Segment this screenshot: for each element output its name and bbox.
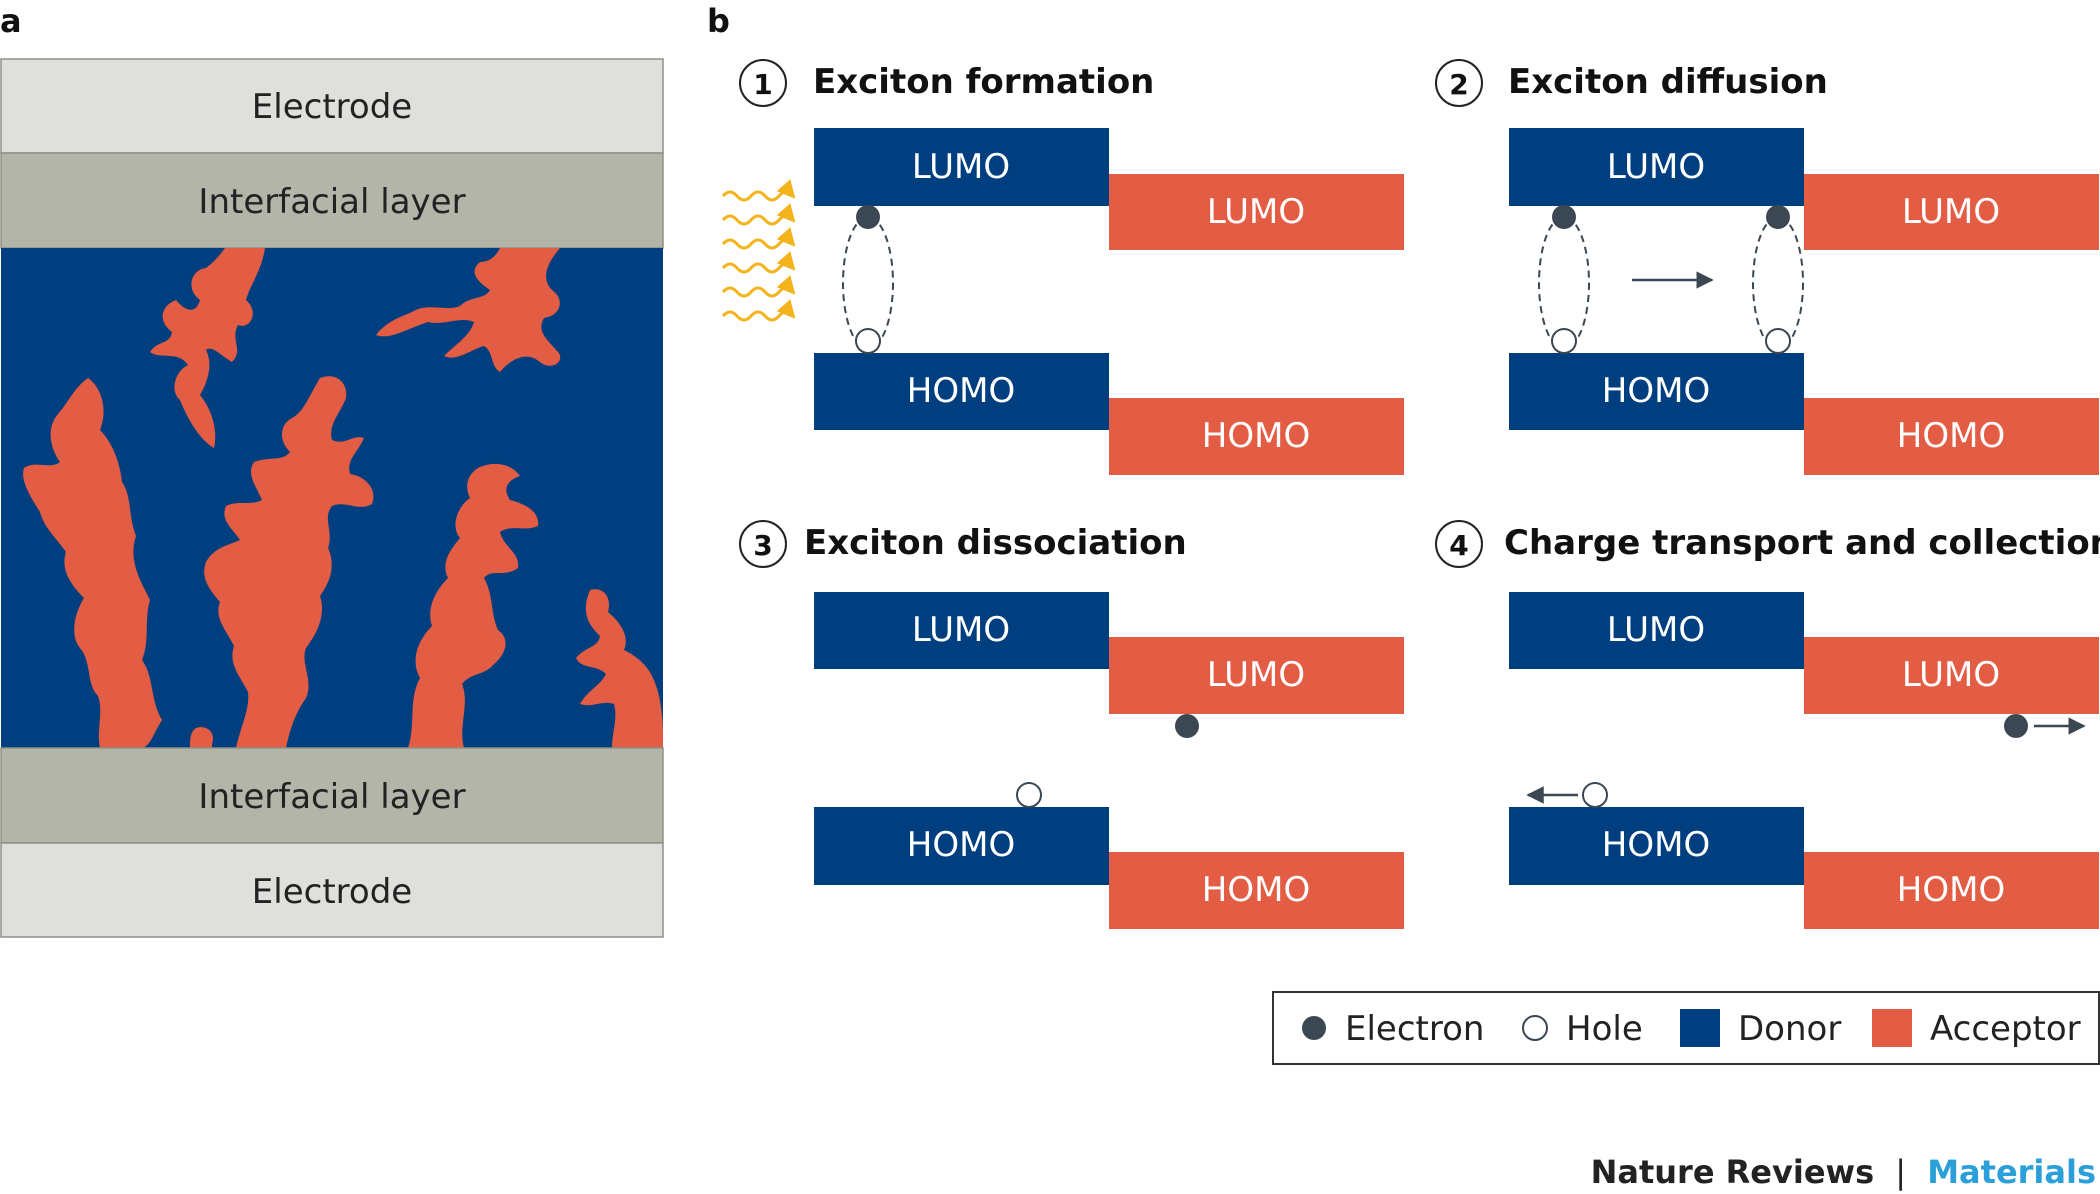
donor-homo-label: HOMO xyxy=(907,825,1015,865)
step-number: 1 xyxy=(753,68,772,101)
acceptor-homo-label: HOMO xyxy=(1897,416,2005,456)
step-number-circle xyxy=(1435,520,1483,568)
acceptor-lumo-block xyxy=(1804,174,2099,250)
photon-wave xyxy=(721,179,796,202)
acceptor-homo-label: HOMO xyxy=(1202,416,1310,456)
donor-homo-block xyxy=(814,353,1109,430)
donor-homo-block xyxy=(814,807,1109,885)
acceptor-domain xyxy=(23,378,162,748)
photon-wave xyxy=(721,227,796,250)
electron-marker xyxy=(856,205,880,229)
donor-homo-block xyxy=(1509,807,1804,885)
electron-marker xyxy=(1766,205,1790,229)
step-charge-transport: 4 Charge transport and collection LUMO L… xyxy=(1435,520,2100,929)
hole-marker xyxy=(1551,328,1577,354)
acceptor-lumo-block xyxy=(1109,174,1404,250)
acceptor-lumo-label: LUMO xyxy=(1207,192,1305,232)
legend-donor-label: Donor xyxy=(1738,1009,1841,1049)
acceptor-domain xyxy=(408,463,539,748)
top-electrode-label: Electrode xyxy=(252,87,412,127)
donor-lumo-label: LUMO xyxy=(912,147,1010,187)
panel-b-label: b xyxy=(707,2,730,40)
journal-credit: Nature Reviews | Materials xyxy=(1591,1153,2096,1191)
acceptor-domain xyxy=(150,248,265,448)
step-number: 2 xyxy=(1449,68,1468,101)
acceptor-domain xyxy=(204,376,374,748)
hole-marker xyxy=(1016,782,1042,808)
acceptor-lumo-block xyxy=(1804,637,2099,714)
legend-hole-swatch xyxy=(1522,1015,1548,1041)
device-stack: Electrode Interfacial layer Interfacial … xyxy=(0,58,664,938)
bottom-interfacial-label: Interfacial layer xyxy=(198,777,465,817)
bottom-interfacial-layer xyxy=(0,747,664,844)
donor-lumo-block xyxy=(1509,592,1804,669)
acceptor-homo-label: HOMO xyxy=(1202,870,1310,910)
step-number: 3 xyxy=(753,529,772,562)
panel-a-label: a xyxy=(0,2,22,40)
journal-section: Materials xyxy=(1927,1153,2096,1191)
legend-hole-label: Hole xyxy=(1566,1009,1643,1049)
legend-donor-swatch xyxy=(1680,1009,1720,1047)
electron-marker xyxy=(1175,714,1199,738)
credit-separator: | xyxy=(1895,1153,1906,1191)
acceptor-homo-label: HOMO xyxy=(1897,870,2005,910)
legend-acceptor-swatch xyxy=(1872,1009,1912,1047)
acceptor-homo-block xyxy=(1109,398,1404,475)
donor-lumo-block xyxy=(1509,128,1804,206)
donor-lumo-block xyxy=(814,592,1109,669)
hole-marker xyxy=(1582,782,1608,808)
donor-lumo-label: LUMO xyxy=(1607,610,1705,650)
acceptor-lumo-label: LUMO xyxy=(1902,192,2000,232)
journal-name: Nature Reviews xyxy=(1591,1153,1875,1191)
acceptor-lumo-label: LUMO xyxy=(1207,655,1305,695)
donor-homo-label: HOMO xyxy=(907,371,1015,411)
acceptor-lumo-label: LUMO xyxy=(1902,655,2000,695)
donor-homo-label: HOMO xyxy=(1602,371,1710,411)
donor-lumo-label: LUMO xyxy=(1607,147,1705,187)
step-title: Charge transport and collection xyxy=(1504,523,2100,563)
donor-lumo-block xyxy=(814,128,1109,206)
acceptor-homo-block xyxy=(1804,852,2099,929)
photon-arrows xyxy=(721,179,796,322)
bottom-electrode xyxy=(0,842,664,938)
acceptor-homo-block xyxy=(1804,398,2099,475)
step-title: Exciton formation xyxy=(813,62,1154,102)
step-title: Exciton diffusion xyxy=(1508,62,1828,102)
photon-wave xyxy=(721,203,796,226)
hole-marker xyxy=(1765,328,1791,354)
electron-marker xyxy=(2004,714,2028,738)
hole-marker xyxy=(855,328,881,354)
acceptor-homo-block xyxy=(1109,852,1404,929)
acceptor-lumo-block xyxy=(1109,637,1404,714)
step-number-circle xyxy=(739,59,787,107)
electron-marker xyxy=(1552,205,1576,229)
donor-homo-block xyxy=(1509,353,1804,430)
step-exciton-dissociation: 3 Exciton dissociation LUMO LUMO HOMO HO… xyxy=(739,520,1404,929)
legend-electron-swatch xyxy=(1302,1016,1326,1040)
step-exciton-diffusion: 2 Exciton diffusion LUMO LUMO HOMO HOMO xyxy=(1435,59,2099,475)
photon-wave xyxy=(721,251,796,274)
donor-lumo-label: LUMO xyxy=(912,610,1010,650)
step-exciton-formation: 1 Exciton formation LUMO LUMO HOMO HOMO xyxy=(721,59,1404,475)
step-number: 4 xyxy=(1449,529,1468,562)
photon-wave xyxy=(721,275,796,298)
photon-wave xyxy=(721,299,796,322)
top-interfacial-layer xyxy=(0,152,664,249)
acceptor-domain xyxy=(376,248,561,372)
legend-electron-label: Electron xyxy=(1345,1009,1484,1049)
acceptor-domain xyxy=(576,589,663,748)
legend: Electron Hole Donor Acceptor xyxy=(1272,991,2100,1065)
top-interfacial-label: Interfacial layer xyxy=(198,182,465,222)
donor-homo-label: HOMO xyxy=(1602,825,1710,865)
step-number-circle xyxy=(739,520,787,568)
step-title: Exciton dissociation xyxy=(804,523,1187,563)
top-electrode xyxy=(0,58,664,154)
active-layer xyxy=(1,248,663,748)
acceptor-domain xyxy=(190,727,214,748)
bottom-electrode-label: Electrode xyxy=(252,872,412,912)
legend-acceptor-label: Acceptor xyxy=(1930,1009,2081,1049)
step-number-circle xyxy=(1435,59,1483,107)
